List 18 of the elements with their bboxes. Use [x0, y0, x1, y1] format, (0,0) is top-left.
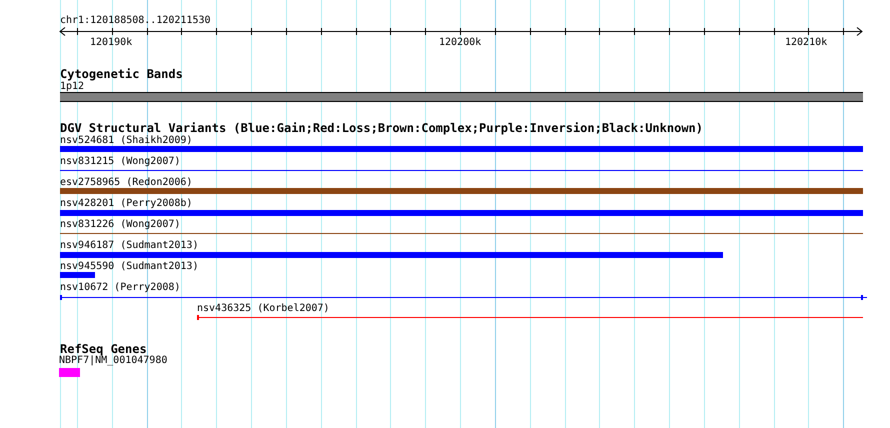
feature-label: 1p12	[60, 81, 84, 92]
tick-label: 120210k	[785, 37, 828, 48]
feature-label: nsv945590 (Sudmant2013)	[60, 261, 198, 272]
feature-label: esv2758965 (Redon2006)	[60, 177, 192, 188]
feature-label: nsv428201 (Perry2008b)	[60, 198, 192, 209]
feature-label: NBPF7|NM_001047980	[59, 355, 168, 366]
coordinate-range-title: chr1:120188508..120211530	[60, 15, 211, 26]
feature-label: nsv831215 (Wong2007)	[60, 156, 180, 167]
feature-label: nsv831226 (Wong2007)	[60, 219, 180, 230]
tick-label: 120200k	[439, 37, 482, 48]
tick-label: 120190k	[90, 37, 132, 48]
feature-label: nsv10672 (Perry2008)	[60, 282, 180, 293]
track-heading: DGV Structural Variants (Blue:Gain;Red:Loss;Brown:Complex;Purple:Inversion;Black:Unknown)	[60, 122, 703, 135]
track-heading: Cytogenetic Bands	[60, 68, 183, 81]
feature-label: nsv436325 (Korbel2007)	[197, 303, 330, 314]
track-heading: RefSeq Genes	[60, 343, 147, 356]
feature-label: nsv946187 (Sudmant2013)	[60, 240, 198, 251]
feature-label: nsv524681 (Shaikh2009)	[60, 135, 192, 146]
